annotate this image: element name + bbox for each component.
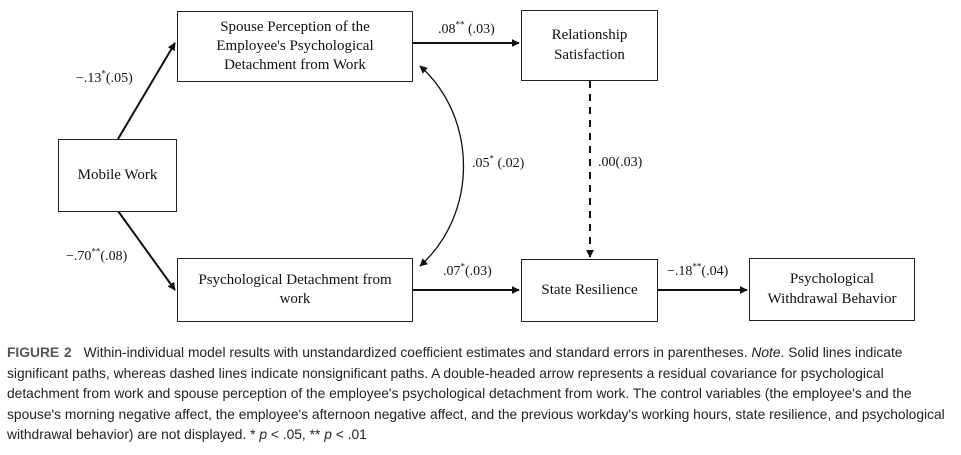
node-relationship-satisfaction: Relationship Satisfaction (521, 10, 658, 81)
path-diagram: Spouse Perception of the Employee's Psyc… (58, 10, 915, 322)
node-withdrawal-behavior: Psychological Withdrawal Behavior (749, 258, 915, 321)
node-state-resilience: State Resilience (521, 259, 658, 322)
path-label-covariance: .05* (.02) (472, 153, 525, 171)
path-label-detachment-to-resilience: .07*(.03) (443, 261, 492, 279)
node-spouse-perception-label: Spouse Perception of the Employee's Psyc… (216, 18, 374, 74)
node-psychological-detachment-label: Psychological Detachment from work (198, 271, 392, 307)
node-mobile-work: Mobile Work (58, 139, 177, 212)
caption-text-after-note: . Solid lines indicate significant paths… (7, 345, 945, 442)
figure-caption: FIGURE 2 Within-individual model results … (7, 345, 945, 442)
path-label-mobile-to-spouse: −.13*(.05) (76, 68, 133, 86)
node-relationship-satisfaction-label: Relationship Satisfaction (551, 27, 628, 63)
path-label-resilience-to-withdrawal: −.18**(.04) (667, 261, 729, 279)
path-label-mobile-to-detachment: −.70**(.08) (66, 246, 128, 264)
caption-note-word: Note (751, 345, 781, 360)
path-arrows (117, 39, 748, 294)
arrow-mobile-to-detachment (117, 210, 176, 291)
node-state-resilience-label: State Resilience (541, 281, 638, 298)
covariance-double-arrow (419, 65, 465, 267)
figure-label: FIGURE 2 (7, 345, 72, 360)
node-psychological-detachment: Psychological Detachment from work (177, 258, 413, 322)
caption-text-before-note: Within-individual model results with uns… (83, 345, 752, 360)
node-spouse-perception: Spouse Perception of the Employee's Psyc… (177, 11, 413, 82)
node-withdrawal-behavior-label: Psychological Withdrawal Behavior (767, 271, 897, 307)
path-label-spouse-to-satisfaction: .08** (.03) (438, 19, 495, 37)
path-label-satisfaction-to-resilience: .00(.03) (598, 155, 643, 170)
node-mobile-work-label: Mobile Work (77, 166, 158, 183)
arrow-mobile-to-spouse (117, 42, 176, 140)
